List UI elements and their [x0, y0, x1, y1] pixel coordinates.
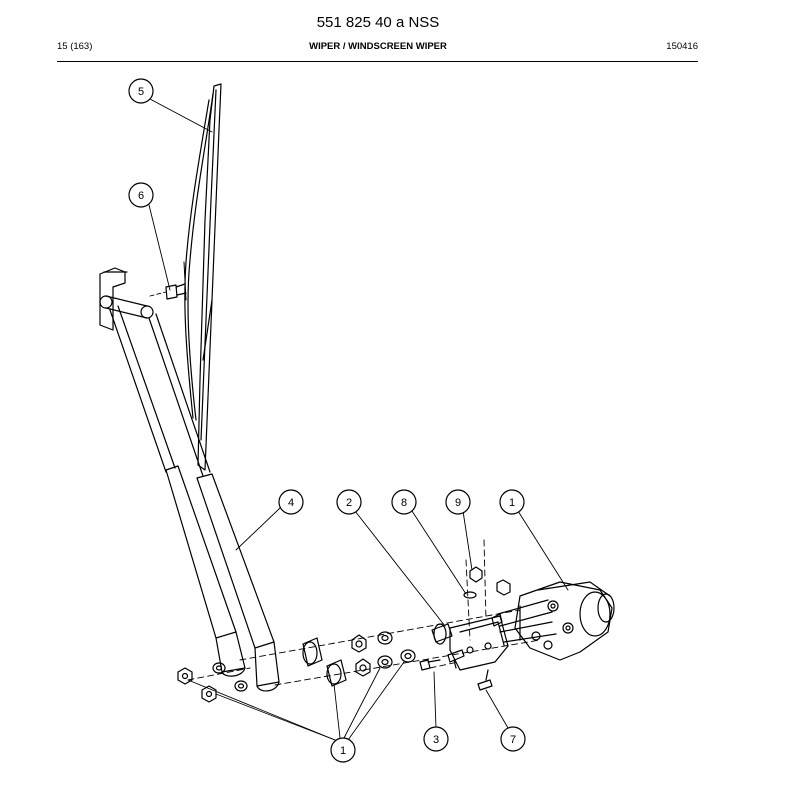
callout-1-motor: 1 [499, 489, 525, 515]
leader-lines [148, 98, 569, 741]
svg-text:1: 1 [340, 745, 346, 757]
svg-text:7: 7 [510, 734, 516, 746]
section-title: WIPER / WINDSCREEN WIPER [309, 41, 447, 52]
wiper-motor [491, 581, 615, 661]
header-rule [57, 61, 698, 62]
document-code: 150416 [666, 41, 698, 52]
wiper-arm [99, 267, 280, 692]
svg-text:5: 5 [138, 86, 144, 98]
fastener-hardware [177, 566, 511, 703]
page-number: 15 (163) [57, 41, 93, 52]
callout-8: 8 [391, 489, 417, 515]
svg-text:9: 9 [455, 497, 461, 509]
document-title: 551 825 40 a NSS [316, 14, 440, 31]
mounting-bracket [449, 615, 509, 671]
svg-text:6: 6 [138, 190, 144, 202]
callout-3: 3 [423, 726, 449, 752]
svg-text:2: 2 [346, 497, 352, 509]
callout-5: 5 [128, 78, 154, 104]
wiper-blade [184, 83, 222, 471]
svg-text:8: 8 [401, 497, 407, 509]
svg-text:1: 1 [509, 497, 515, 509]
svg-text:3: 3 [433, 734, 439, 746]
callout-1-hardware: 1 [330, 737, 356, 763]
svg-text:4: 4 [288, 497, 294, 509]
blade-clip [149, 261, 187, 301]
callout-2: 2 [336, 489, 362, 515]
callout-9: 9 [445, 489, 471, 515]
callout-7: 7 [500, 726, 526, 752]
callout-6: 6 [128, 182, 154, 208]
callout-4: 4 [278, 489, 304, 515]
